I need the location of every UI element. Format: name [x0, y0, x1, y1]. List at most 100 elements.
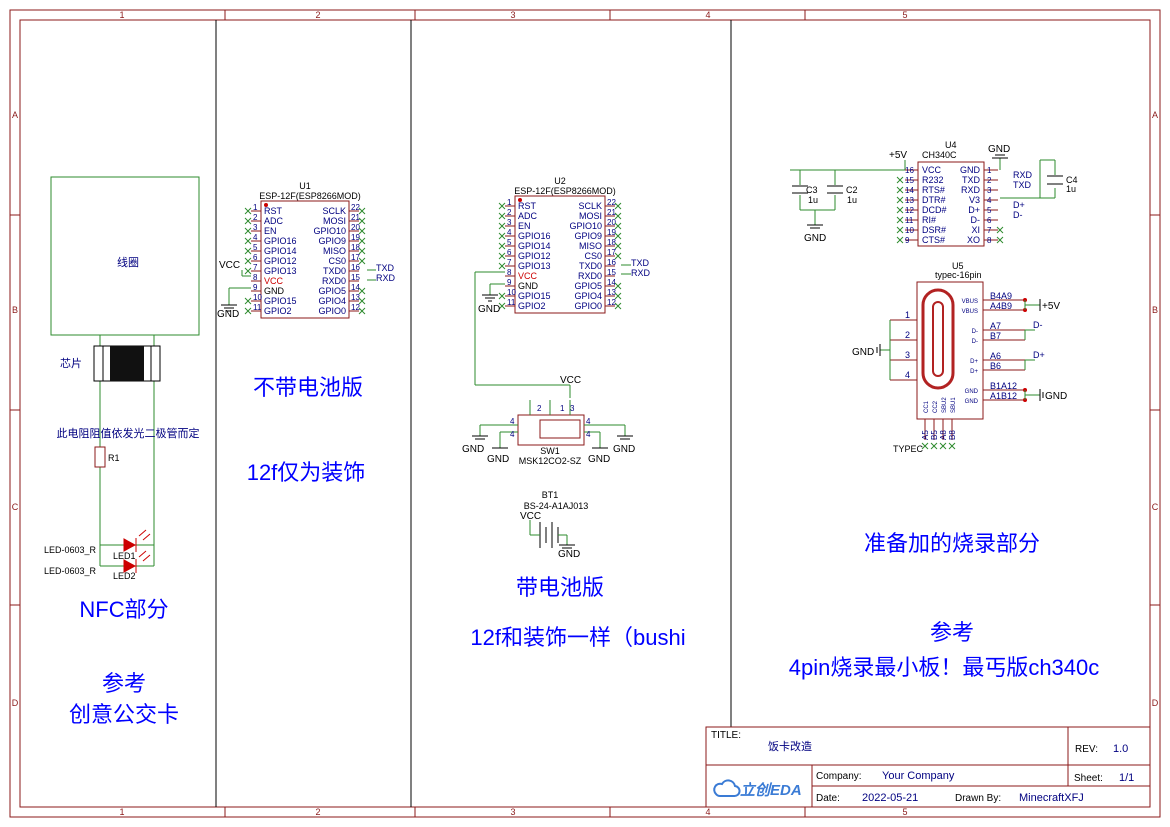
pin-name: RXD0: [578, 271, 602, 281]
noconnect-mark: [921, 442, 929, 450]
resistor-r1: [94, 446, 106, 468]
battery-subtitle: 12f和装饰一样（bushi: [470, 625, 685, 650]
pin-name: VCC: [518, 271, 538, 281]
pin-name: GPIO9: [574, 231, 602, 241]
company-value: Your Company: [882, 770, 955, 782]
noconnect-mark: [244, 257, 252, 265]
noconnect-mark: [244, 237, 252, 245]
pin-number: 7: [987, 226, 992, 235]
pin-name: GPIO4: [574, 291, 602, 301]
pin-name: CC2: [933, 400, 939, 413]
sw1-gnd-net: GND: [462, 444, 484, 455]
pin-number: 6: [253, 253, 258, 262]
row-label: A: [12, 110, 18, 120]
sw1-vcc-net: VCC: [560, 375, 581, 386]
pin-number: 1: [507, 198, 512, 207]
sw1-gnd-net: GND: [487, 454, 509, 465]
pin-number: 21: [607, 208, 616, 217]
c2-val: 1u: [847, 195, 857, 205]
pin-name: SBU2: [942, 397, 948, 413]
pin-name: GND: [518, 281, 539, 291]
pin-number: 9: [253, 283, 258, 292]
gnd-symbol: [482, 294, 498, 302]
pin-name: VCC: [922, 165, 942, 175]
pin-name: D-: [972, 329, 978, 335]
pin-number: 2: [253, 213, 258, 222]
pin-name: GPIO14: [264, 246, 297, 256]
pin-number: 12: [905, 206, 914, 215]
noconnect-mark: [498, 302, 506, 310]
noconnect-mark: [614, 232, 622, 240]
pin-number: 19: [351, 233, 360, 242]
pin-name: GPIO15: [518, 291, 551, 301]
ch340-rxd-net: TXD: [1013, 180, 1032, 190]
pin-name: V3: [969, 195, 980, 205]
pin-name: GPIO0: [574, 301, 602, 311]
typec-dp-net: D+: [1033, 350, 1045, 360]
pin-name: TXD0: [579, 261, 602, 271]
sw1-gnd-net: GND: [588, 454, 610, 465]
pin-name: CS0: [584, 251, 602, 261]
pin-number: 15: [905, 176, 914, 185]
col-label: 2: [315, 807, 320, 817]
c4-ref: C4: [1066, 175, 1078, 185]
u1-part: ESP-12F(ESP8266MOD): [259, 191, 361, 201]
led1-package: LED-0603_R: [44, 545, 97, 555]
pin-name: XI: [971, 225, 980, 235]
row-label: B: [12, 305, 18, 315]
svg-text:4: 4: [510, 417, 515, 426]
pin-label: B1A12: [990, 381, 1017, 391]
pin-number: A5: [921, 430, 930, 440]
bt1-gnd-net: GND: [558, 549, 580, 560]
svg-text:2: 2: [537, 404, 542, 413]
pin-number: 3: [507, 218, 512, 227]
date-label: Date:: [816, 793, 840, 804]
pin-name: ADC: [518, 211, 538, 221]
pin-name: GND: [965, 399, 979, 405]
nobattery-subtitle: 12f仅为装饰: [247, 460, 366, 485]
col-label: 1: [119, 807, 124, 817]
pin-label: A7: [990, 321, 1001, 331]
row-label: B: [1152, 305, 1158, 315]
date-value: 2022-05-21: [862, 792, 918, 804]
noconnect-mark: [498, 212, 506, 220]
pin-number: 5: [987, 206, 992, 215]
u4-ref: U4: [945, 140, 957, 150]
noconnect-mark: [614, 302, 622, 310]
pin-number: 17: [351, 253, 360, 262]
noconnect-mark: [358, 257, 366, 265]
noconnect-mark: [930, 442, 938, 450]
pin-number: 16: [905, 166, 914, 175]
pin-number: 10: [905, 226, 914, 235]
pin-number: 4: [507, 228, 512, 237]
col-label: 4: [705, 10, 710, 20]
noconnect-mark: [614, 212, 622, 220]
noconnect-mark: [244, 217, 252, 225]
pin-name: GPIO5: [318, 286, 346, 296]
pin-name: R232: [922, 175, 944, 185]
pin-name: GPIO9: [318, 236, 346, 246]
ch340-5v-net: +5V: [889, 150, 907, 161]
noconnect-mark: [996, 226, 1004, 234]
pin-number: 20: [607, 218, 616, 227]
pin-name: GPIO0: [318, 306, 346, 316]
typec-dm-net: D-: [1033, 320, 1043, 330]
pin-number: 11: [905, 216, 914, 225]
noconnect-mark: [498, 242, 506, 250]
pin-number: 21: [351, 213, 360, 222]
pin-name: VCC: [264, 276, 284, 286]
pin-number: 1: [905, 310, 910, 320]
pin-name: TXD: [962, 175, 981, 185]
pin-name: D-: [971, 215, 981, 225]
noconnect-mark: [498, 232, 506, 240]
noconnect-mark: [498, 252, 506, 260]
pin-number: 20: [351, 223, 360, 232]
svg-text:4: 4: [510, 430, 515, 439]
pin-name: MISO: [323, 246, 346, 256]
u2-txd-net: TXD: [631, 258, 650, 268]
pin-name: RST: [264, 206, 283, 216]
pin-number: 1: [987, 166, 992, 175]
noconnect-mark: [244, 307, 252, 315]
col-label: 3: [510, 807, 515, 817]
